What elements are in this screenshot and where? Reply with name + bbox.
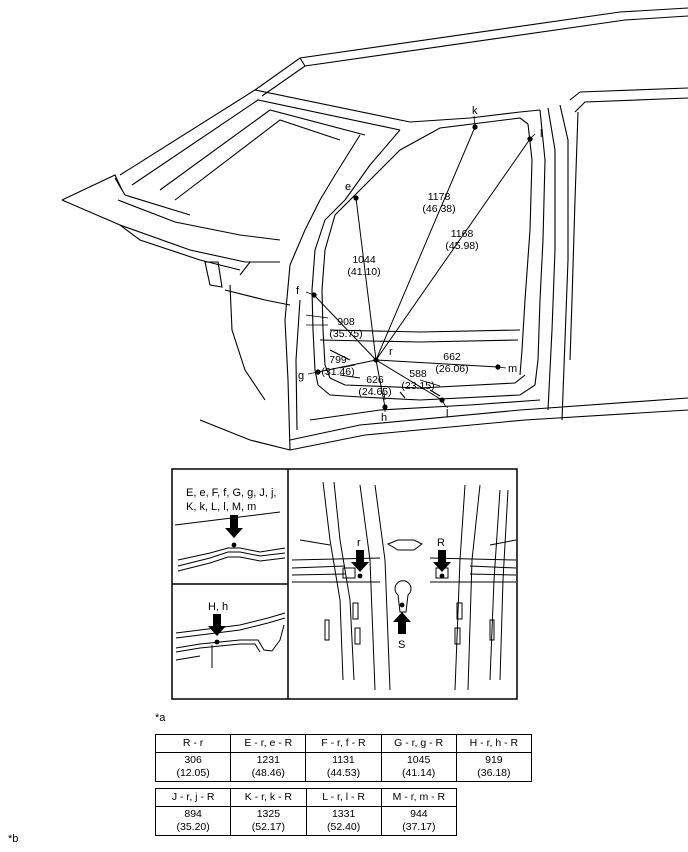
dim-j-r-in: (23.15)	[401, 380, 434, 392]
arrow-up-icon	[393, 612, 411, 634]
label-r: r	[389, 346, 393, 358]
dim-h-r-in: (24.65)	[358, 386, 391, 398]
arrow-down-icon	[433, 550, 451, 572]
detail-point-dot	[231, 542, 237, 548]
dimension-table-1: R - r E - r, e - R F - r, f - R G - r, g…	[154, 734, 533, 782]
table2-mm: 894	[184, 808, 202, 820]
table1-mm: 1045	[406, 754, 431, 766]
dim-e-r-in: (41.10)	[347, 266, 380, 278]
table1-mm: 306	[184, 754, 202, 766]
point-r-dot	[373, 357, 379, 363]
table2-mm: 944	[410, 808, 428, 820]
table1-cell: 1045(41.14)	[380, 752, 457, 782]
point-e-dot	[353, 195, 359, 201]
table1-header: R - r	[154, 734, 232, 753]
dim-g-r-in: (31.46)	[321, 366, 354, 378]
table2-in: (35.20)	[176, 821, 210, 833]
label-leaders	[305, 115, 536, 412]
dimension-table-2: J - r, j - R K - r, k - R L - r, l - R M…	[154, 788, 458, 836]
table2-mm: 1331	[331, 808, 356, 820]
table1-in: (12.05)	[176, 767, 210, 779]
label-j: j	[445, 406, 448, 418]
table1-mm: 1231	[256, 754, 280, 766]
detail-label-R: R	[437, 537, 445, 549]
detail-label-r: r	[357, 537, 361, 549]
table1-cell: 919(36.18)	[455, 752, 533, 782]
table1-header: G - r, g - R	[380, 734, 457, 753]
detail-panel-frame	[171, 468, 518, 700]
table2-cell: 1325(52.17)	[230, 806, 307, 836]
dim-f-r-mm: 908	[337, 316, 355, 328]
table1-in: (44.53)	[326, 767, 361, 779]
table1-header: E - r, e - R	[230, 734, 307, 753]
detail-floor-view	[291, 481, 517, 691]
dim-k-r-in: (46.38)	[422, 203, 455, 215]
table2-cell: 894(35.20)	[154, 806, 232, 836]
detail-S-point-dot	[399, 602, 405, 608]
table2-header: K - r, k - R	[230, 788, 307, 807]
label-h: h	[381, 412, 387, 424]
label-l: l	[540, 128, 542, 140]
table2-header: M - r, m - R	[380, 788, 458, 807]
arrow-down-icon	[225, 515, 243, 538]
dim-m-r-in: (26.06)	[435, 363, 468, 375]
arrow-down-icon	[351, 550, 369, 572]
dim-e-r-mm: 1044	[352, 254, 376, 266]
arrow-down-icon	[208, 614, 226, 636]
label-f: f	[296, 285, 300, 297]
dim-l-r-mm: 1168	[451, 228, 474, 240]
table2-in: (52.40)	[326, 821, 361, 833]
table1-mm: 919	[485, 754, 503, 766]
table2-cell: 1331(52.40)	[305, 806, 382, 836]
dim-f-r-in: (35.75)	[329, 328, 362, 340]
detail-mid-label: H, h	[208, 601, 228, 613]
table2-cell: 944(37.17)	[380, 806, 458, 836]
note-a: *a	[155, 712, 166, 724]
label-g: g	[298, 370, 304, 382]
table1-cell: 1231(48.46)	[230, 752, 307, 782]
dim-k-r-mm: 1178	[428, 191, 451, 203]
vehicle-body-outline	[61, 7, 688, 451]
dim-m-r-mm: 662	[443, 351, 461, 363]
table1-cell: 306(12.05)	[154, 752, 232, 782]
table2-header: L - r, l - R	[305, 788, 382, 807]
table2-mm: 1325	[256, 808, 281, 820]
table1-header: F - r, f - R	[305, 734, 382, 753]
table1-in: (36.18)	[477, 767, 511, 779]
measurement-points	[311, 124, 533, 410]
detail-r-point-dot	[357, 573, 363, 579]
detail-label-S: S	[398, 639, 405, 651]
detail-section-top	[174, 511, 286, 572]
detail-top-label-line1: E, e, F, f, G, g, J, j,	[186, 487, 276, 499]
table1-in: (48.46)	[251, 767, 285, 779]
note-b: *b	[8, 833, 19, 845]
detail-section-mid	[175, 612, 286, 668]
table1-mm: 1131	[332, 754, 355, 766]
label-m: m	[508, 363, 517, 375]
table2-in: (52.17)	[251, 821, 286, 833]
measurement-lines	[313, 126, 531, 408]
table1-cell: 1131(44.53)	[305, 752, 382, 782]
detail-R-point-dot	[439, 573, 445, 579]
table1-in: (41.14)	[402, 767, 436, 779]
dim-j-r-mm: 588	[409, 368, 427, 380]
table1-header: H - r, h - R	[455, 734, 533, 753]
table2-header: J - r, j - R	[154, 788, 232, 807]
detail-top-label-line2: K, k, L, l, M, m	[186, 501, 256, 513]
dim-h-r-mm: 626	[366, 374, 384, 386]
table2-in: (37.17)	[402, 821, 436, 833]
dim-g-r-mm: 799	[329, 354, 347, 366]
label-k: k	[472, 105, 478, 117]
dim-l-r-in: (45.98)	[445, 240, 478, 252]
label-e: e	[345, 181, 351, 193]
